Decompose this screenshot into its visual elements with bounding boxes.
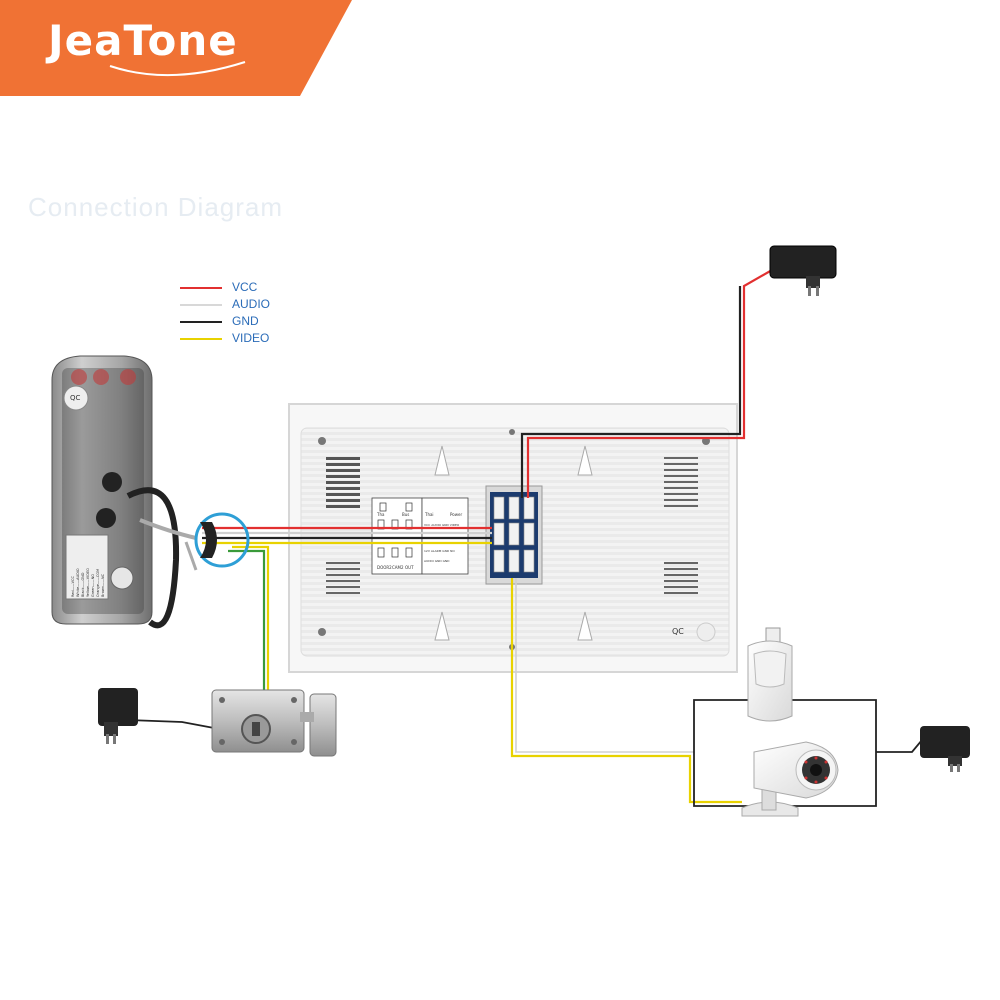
port-label: Power — [450, 512, 462, 517]
legend-item-gnd: GND — [180, 314, 320, 330]
lock-strike — [309, 693, 337, 757]
port-label: Tha — [376, 512, 385, 517]
wire-lock-power — [127, 719, 215, 729]
power-adapter-lock — [98, 688, 138, 744]
hanger-slot — [577, 445, 593, 476]
wire-key-line: Green——NO — [91, 574, 95, 597]
port-label-plate — [421, 497, 469, 575]
wire-key-line: Yellow——VIDEO — [86, 568, 90, 597]
vent-left-bottom — [326, 562, 360, 594]
legend-swatch — [180, 338, 222, 340]
port-label: Thai — [424, 512, 434, 517]
vent-right-bottom — [664, 562, 698, 594]
wire-cam-video — [510, 578, 742, 804]
legend-label: AUDIO — [232, 297, 271, 311]
port-label: VCC AUDIO GND VIDEO — [424, 523, 460, 527]
screw-icon — [318, 628, 326, 636]
wire-key-line: Brown——NC — [101, 573, 105, 597]
port-label: CAM2 — [392, 565, 404, 570]
screw-icon — [318, 437, 326, 445]
legend-swatch — [180, 287, 222, 289]
brand-banner: JeaTone — [0, 0, 360, 96]
port-label: AUDIO GND GND — [424, 559, 450, 563]
pcb — [490, 492, 538, 578]
power-adapter-camera — [920, 726, 970, 772]
connection-zoom-circle — [194, 512, 250, 568]
pir-sensor — [747, 627, 793, 722]
cctv-camera — [741, 741, 839, 817]
wire-lock-yellow — [232, 545, 270, 704]
wire-lock-green — [228, 549, 266, 704]
port-label-plate — [371, 497, 423, 575]
monitor-back-panel — [300, 427, 730, 657]
key-cylinder-icon — [241, 714, 271, 744]
port-label: OUT — [405, 565, 414, 570]
gnd-symbol-icon — [110, 566, 134, 590]
speaker-vent — [326, 457, 360, 508]
electric-lock — [211, 689, 337, 757]
wire-power-gnd — [520, 286, 742, 498]
screw-icon — [509, 644, 515, 650]
legend-swatch — [180, 321, 222, 323]
port-labels-right: VCC AUDIO GND VIDEO 12V ALARM GND NO AUD… — [424, 523, 460, 563]
pir-lens — [753, 650, 787, 688]
wire-cam-power — [876, 739, 923, 753]
legend-swatch — [180, 304, 222, 306]
port-label: 12V ALARM GND NO — [424, 549, 455, 553]
wire-key-line: Black——GND — [81, 572, 85, 597]
port-labels-left: Tha Bus DOOR2 CAM2 OUT Thai Power — [376, 512, 462, 570]
port-label: DOOR2 — [377, 565, 392, 570]
screw-icon — [702, 437, 710, 445]
hanger-slot — [434, 445, 450, 476]
connector-block — [485, 485, 543, 585]
door-station-body — [51, 355, 153, 625]
qc-sticker — [63, 385, 89, 411]
wire-cam-audio — [515, 578, 694, 753]
legend-label: VIDEO — [232, 331, 270, 345]
wire-alarm-loop — [693, 699, 877, 807]
connector-sockets — [493, 496, 535, 573]
legend-item-audio: AUDIO — [180, 297, 320, 313]
screw-hole-icon — [71, 369, 87, 385]
camera-lens-icon — [802, 756, 830, 784]
screw-icon — [509, 429, 515, 435]
hanger-slot — [434, 611, 450, 641]
wire-key: Red——VCC White——AUDIO Black——GND Yellow—… — [71, 568, 105, 597]
legend-label: GND — [232, 314, 259, 328]
screw-icon — [696, 622, 716, 642]
wire-key-sticker — [65, 534, 109, 600]
legend-item-video: VIDEO — [180, 331, 320, 347]
brand-logo: JeaTone — [48, 16, 238, 65]
door-station: QC Red——VCC White——AUDIO Black——GND Yell… — [51, 355, 198, 629]
hanger-slot — [577, 611, 593, 641]
wire-legend: VCC AUDIO GND VIDEO — [180, 280, 320, 350]
port-label: Bus — [402, 512, 409, 517]
legend-label: VCC — [232, 280, 258, 294]
vent-right-top — [664, 457, 698, 507]
wire-key-line: Red——VCC — [71, 576, 75, 597]
indoor-monitor: Tha Bus DOOR2 CAM2 OUT Thai Power VCC AU… — [288, 403, 738, 673]
screw-hole-icon — [93, 369, 109, 385]
wiring — [127, 269, 923, 807]
wire-key-line: Orange——COM — [96, 569, 100, 597]
power-adapter-monitor — [769, 245, 837, 296]
screw-hole-icon — [102, 472, 122, 492]
screw-hole-icon — [120, 369, 136, 385]
door-station-back — [62, 368, 144, 614]
wire-power-vcc — [526, 269, 773, 498]
connector-plug — [200, 522, 217, 558]
door-station-cable — [126, 487, 180, 629]
qc-mark: QC — [70, 394, 81, 402]
wire-key-line: White——AUDIO — [76, 568, 80, 597]
monitor-frame — [288, 403, 738, 673]
diagram-title: Connection Diagram — [28, 192, 284, 222]
qc-mark: QC — [672, 627, 684, 636]
camera-base — [741, 801, 799, 817]
brand-shape — [0, 0, 352, 96]
screw-hole-icon — [96, 508, 116, 528]
legend-item-vcc: VCC — [180, 280, 320, 296]
